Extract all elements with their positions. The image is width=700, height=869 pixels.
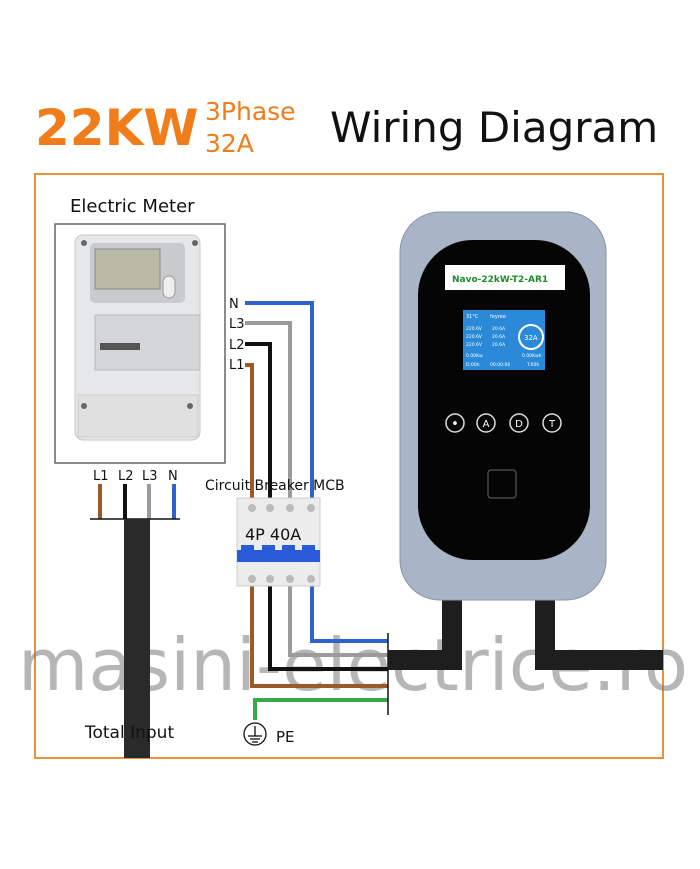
screen-timer: T:00h [526, 362, 539, 368]
button-label-a: A [483, 419, 490, 430]
terminal-label-l3-in: L3 [142, 469, 158, 484]
ground-icon [243, 722, 267, 746]
total-input-label: Total Input [84, 723, 174, 743]
screen-voltage-3: 220.6V [466, 342, 483, 348]
terminal-label-n-out: N [229, 297, 239, 312]
screen-duration: D:00h [466, 362, 480, 368]
terminal-label-l2-in: L2 [118, 469, 134, 484]
electric-meter [54, 223, 226, 464]
t-button[interactable] [542, 413, 562, 433]
diagram-frame [34, 173, 664, 759]
input-wires [98, 484, 176, 519]
wires [245, 301, 388, 720]
screen-current-2: 20.6A [492, 334, 506, 340]
power-rating: 22KW [35, 99, 198, 157]
screen-energy: 0.00Kwh [522, 353, 542, 359]
meter-label: Electric Meter [70, 196, 195, 217]
terminal-label-l1-in: L1 [93, 469, 109, 484]
power-button[interactable] [445, 413, 465, 433]
screen-voltage-2: 220.6V [466, 334, 483, 340]
terminal-label-l1-out: L1 [229, 358, 245, 373]
breaker-rating: 4P 40A [245, 525, 301, 544]
screen-clock: 00:00:00 [490, 362, 510, 368]
charger-cables [388, 590, 663, 670]
ev-charger [399, 211, 607, 601]
current-label: 32A [205, 129, 254, 158]
screen-brand: feyree [490, 314, 506, 320]
terminal-label-n-in: N [168, 469, 178, 484]
circuit-breaker [236, 497, 321, 587]
terminal-label-l2-out: L2 [229, 338, 245, 353]
charger-buttons [445, 413, 562, 433]
pe-label: PE [276, 728, 295, 746]
screen-temp: 31°C [466, 314, 479, 320]
input-cable [124, 519, 150, 758]
wire-n [245, 301, 388, 643]
breaker-label: Circuit Breaker MCB [205, 478, 345, 494]
a-button[interactable] [476, 413, 496, 433]
screen-current-1: 20.6A [492, 326, 506, 332]
screen-voltage-1: 220.6V [466, 326, 483, 332]
button-label-d: D [515, 419, 523, 430]
button-label-t: T [548, 419, 556, 430]
screen-gauge: 32A [524, 334, 538, 342]
terminal-label-l3-out: L3 [229, 317, 245, 332]
phase-label: 3Phase [205, 97, 296, 126]
page-title: Wiring Diagram [330, 103, 658, 152]
wire-pe [253, 698, 388, 720]
d-button[interactable] [509, 413, 529, 433]
button-label-dot: • [451, 417, 459, 432]
screen-power: 0.00Kw [466, 353, 483, 359]
wire-l3 [245, 321, 388, 657]
screen-current-3: 20.6A [492, 342, 506, 348]
charger-model-label: Navo-22kW-T2-AR1 [452, 275, 548, 285]
